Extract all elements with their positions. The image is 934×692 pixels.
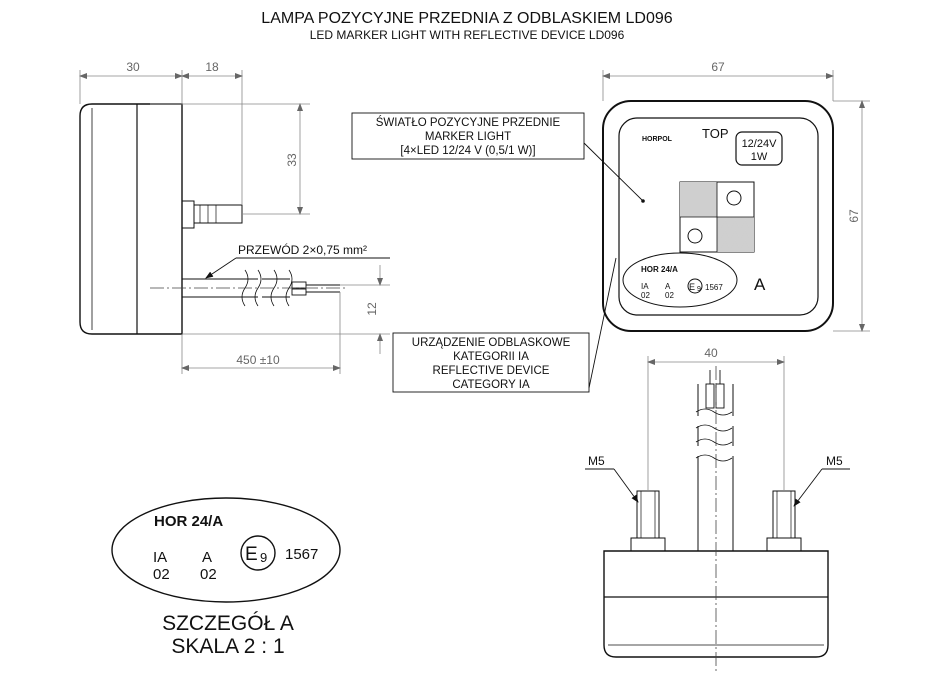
detail-approval-e: E (245, 544, 258, 565)
cable-side (150, 269, 348, 307)
mounting-stud-right (766, 490, 802, 552)
drawing-subtitle: LED MARKER LIGHT WITH REFLECTIVE DEVICE … (310, 28, 625, 42)
bottom-view: 40 M5 M5 (585, 346, 850, 672)
callout-reflective-device: URZĄDZENIE ODBLASKOWE KATEGORII IA REFLE… (392, 257, 617, 393)
thread-label-left: M5 (588, 454, 605, 468)
detail-marking-code: HOR 24/A (154, 513, 223, 530)
cable-label: PRZEWÓD 2×0,75 mm² (238, 242, 367, 257)
svg-text:CATEGORY IA: CATEGORY IA (452, 379, 530, 391)
dim-cable-length: 450 ±10 (236, 353, 280, 367)
dim-body-depth: 30 (126, 60, 140, 74)
lamp-outer-frame (602, 100, 834, 332)
svg-text:1W: 1W (751, 151, 768, 163)
svg-text:KATEGORII IA: KATEGORII IA (453, 351, 529, 363)
svg-text:ŚWIATŁO POZYCYJNE PRZEDNIE: ŚWIATŁO POZYCYJNE PRZEDNIE (376, 116, 561, 129)
dim-stud-depth: 18 (205, 60, 219, 74)
mounting-stud-side (181, 200, 243, 229)
svg-text:A: A (665, 282, 671, 291)
svg-text:1567: 1567 (705, 283, 723, 292)
detail-a-marking: HOR 24/A IA 02 A 02 E 9 1567 (111, 497, 341, 603)
svg-text:MARKER LIGHT: MARKER LIGHT (425, 131, 511, 143)
side-view: 30 18 33 450 ±10 12 PRZEWÓD 2×0,75 mm² (79, 60, 390, 374)
svg-text:URZĄDZENIE ODBLASKOWE: URZĄDZENIE ODBLASKOWE (412, 337, 571, 349)
cable-bottom (695, 366, 736, 672)
detail-a-marker: A (754, 275, 766, 294)
lamp-body-bottom (603, 550, 829, 658)
svg-text:IA: IA (641, 282, 649, 291)
dim-cable-offset: 12 (365, 302, 379, 316)
svg-text:HOR 24/A: HOR 24/A (641, 265, 678, 274)
detail-scale: SKALA 2 : 1 (171, 635, 284, 658)
detail-approval-number: 1567 (285, 546, 318, 563)
detail-caption: SZCZEGÓŁ A (162, 612, 294, 635)
svg-text:02: 02 (665, 291, 674, 300)
dim-front-height: 67 (847, 209, 861, 223)
dim-stud-spacing: 40 (704, 346, 718, 360)
brand-label: HORPOL (642, 136, 673, 143)
detail-approval-e-num: 9 (260, 550, 267, 565)
detail-mark-a: A (202, 549, 212, 566)
marker-light-window (679, 181, 755, 253)
callout-marker-light: ŚWIATŁO POZYCYJNE PRZEDNIE MARKER LIGHT … (351, 112, 645, 203)
approval-marking-small: HOR 24/A IA 02 A 02 E 9 1567 (622, 252, 738, 308)
svg-text:12/24V: 12/24V (742, 138, 778, 150)
detail-mark-ia-num: 02 (153, 566, 170, 583)
dim-front-width: 67 (711, 60, 725, 74)
svg-text:9: 9 (697, 286, 701, 293)
drawing-title: LAMPA POZYCYJNE PRZEDNIA Z ODBLASKIEM LD… (261, 10, 672, 27)
voltage-badge: 12/24V 1W (735, 131, 783, 166)
svg-text:REFLECTIVE DEVICE: REFLECTIVE DEVICE (433, 365, 550, 377)
front-view: HORPOL TOP 12/24V 1W HOR 24/A IA 02 A 02… (602, 60, 870, 332)
top-mark: TOP (702, 126, 729, 141)
thread-label-right: M5 (826, 454, 843, 468)
detail-mark-ia: IA (153, 549, 167, 566)
detail-mark-a-num: 02 (200, 566, 217, 583)
svg-text:[4×LED 12/24 V (0,5/1 W)]: [4×LED 12/24 V (0,5/1 W)] (400, 145, 535, 157)
dim-stud-height: 33 (285, 153, 299, 167)
reflector-lens (618, 117, 819, 316)
svg-text:E: E (689, 282, 695, 292)
svg-text:02: 02 (641, 291, 650, 300)
lamp-body-side (79, 103, 183, 335)
e-approval-circle (240, 535, 276, 571)
